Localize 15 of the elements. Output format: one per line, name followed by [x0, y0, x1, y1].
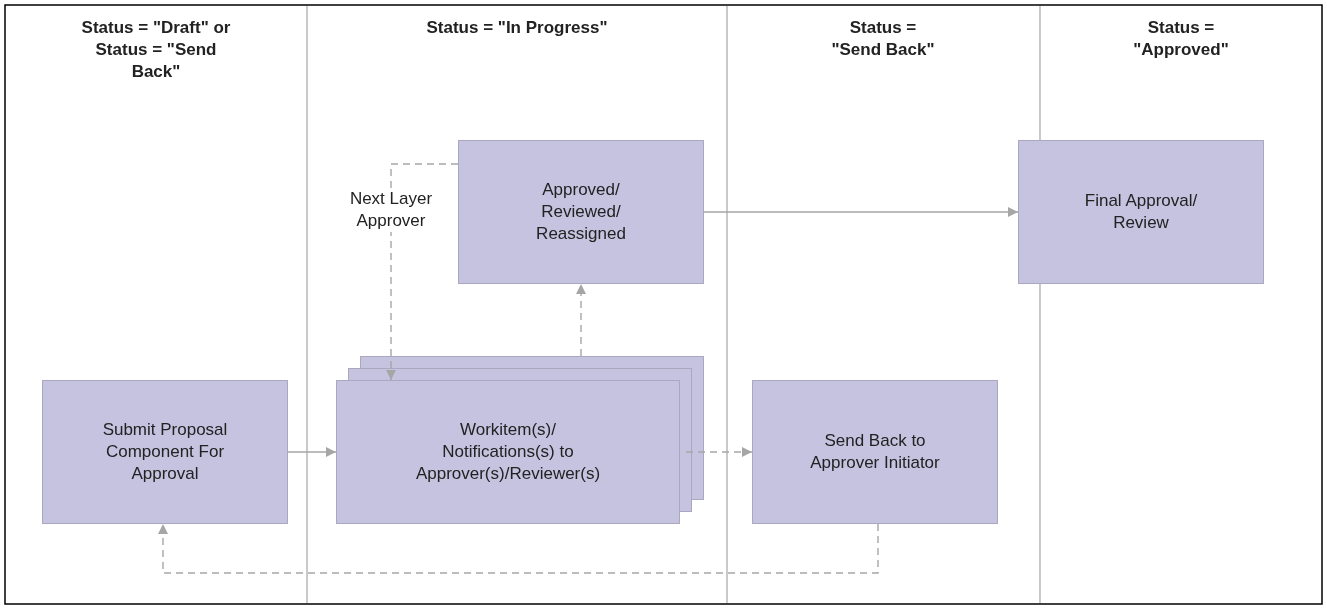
arrow — [685, 447, 753, 457]
process-box: Submit Proposal Component For Approval — [42, 380, 288, 524]
process-box: Approved/ Reviewed/ Reassigned — [458, 140, 704, 284]
lane-heading: Status = "Draft" or Status = "Send Back" — [80, 17, 232, 84]
lane-heading: Status = "Send Back" — [830, 17, 936, 62]
process-box: Send Back to Approver Initiator — [752, 380, 998, 524]
process-box: Final Approval/ Review — [1018, 140, 1264, 284]
arrow — [703, 207, 1019, 217]
arrow — [386, 163, 459, 381]
process-box: Workitem(s)/ Notifications(s) to Approver(s)/Reviewer(s) — [336, 380, 680, 524]
lane-heading: Status = "Approved" — [1132, 17, 1230, 62]
arrow — [158, 523, 879, 574]
arrow — [287, 447, 337, 457]
arrow — [576, 283, 586, 357]
lane-heading: Status = "In Progress" — [425, 17, 609, 39]
